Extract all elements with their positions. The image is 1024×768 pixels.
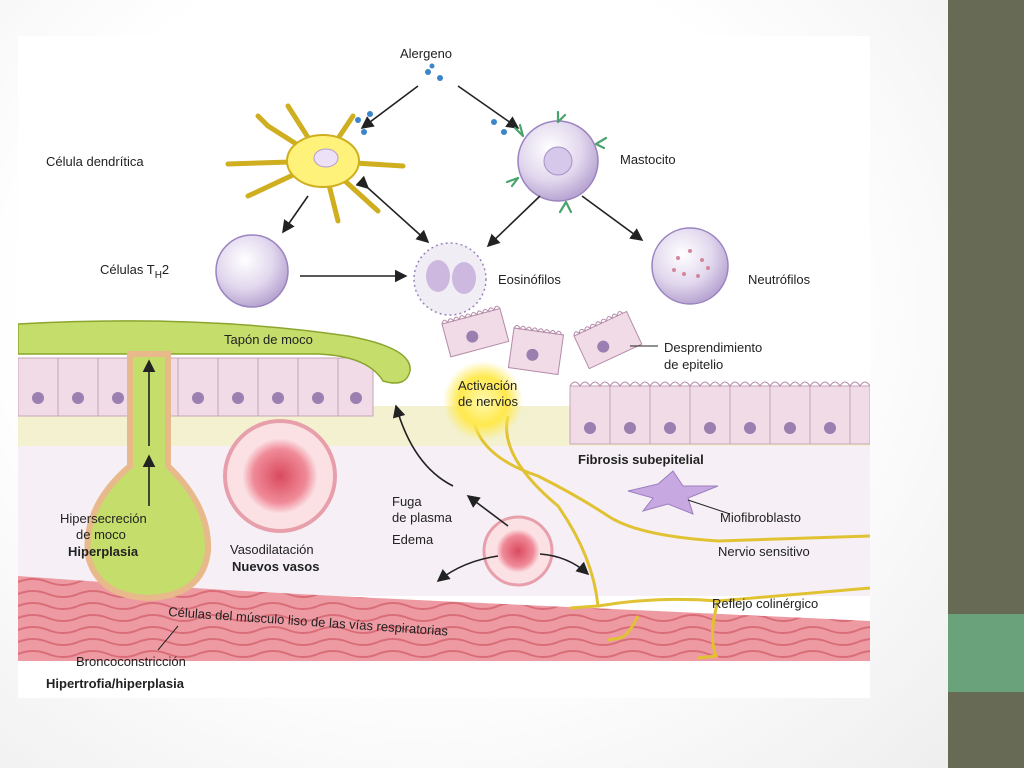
- nerve-activation-glow: [443, 361, 523, 441]
- epithelium-left: [17, 357, 374, 417]
- label-celulas-th2: Células TH2: [100, 262, 169, 281]
- eosinophil: [413, 242, 487, 316]
- label-vasodilatacion: Vasodilatación: [230, 542, 314, 557]
- label-mastocito: Mastocito: [620, 152, 676, 167]
- label-eosinofilos: Eosinófilos: [498, 272, 561, 287]
- mast-cell: [505, 110, 608, 214]
- slide-sidebar-accent: [948, 614, 1024, 692]
- label-reflejo: Reflejo colinérgico: [712, 596, 818, 611]
- mucus-plug: [17, 320, 411, 384]
- label-desprendimiento-2: de epitelio: [664, 357, 723, 372]
- label-edema: Edema: [392, 532, 434, 547]
- label-nervio-sensitivo: Nervio sensitivo: [718, 544, 810, 559]
- label-miofibroblasto: Miofibroblasto: [720, 510, 801, 525]
- diagram-svg: Alergeno Célula dendrítica Mastocito Cél…: [17, 46, 871, 691]
- label-hipertrofia: Hipertrofia/hiperplasia: [46, 676, 185, 691]
- label-fibrosis: Fibrosis subepitelial: [578, 452, 704, 467]
- label-tapon-de-moco: Tapón de moco: [224, 332, 313, 347]
- label-activacion-2: de nervios: [458, 394, 518, 409]
- label-hiperplasia: Hiperplasia: [68, 544, 139, 559]
- label-fuga: Fuga: [392, 494, 422, 509]
- label-alergeno: Alergeno: [400, 46, 452, 61]
- label-nuevos-vasos: Nuevos vasos: [232, 559, 319, 574]
- label-neutrofilos: Neutrófilos: [748, 272, 811, 287]
- label-hipersecrecion: Hipersecreción: [60, 511, 147, 526]
- myofibroblast: [627, 470, 719, 515]
- sensory-nerve: [471, 415, 871, 660]
- label-broncoconstriccion: Broncoconstricción: [76, 654, 186, 669]
- label-celula-dendritica: Célula dendrítica: [46, 154, 144, 169]
- label-fuga-2: de plasma: [392, 510, 453, 525]
- th2-cell: [215, 234, 289, 308]
- neutrophil: [651, 227, 729, 305]
- label-desprendimiento: Desprendimiento: [664, 340, 762, 355]
- shed-epithelium: [441, 305, 643, 376]
- label-activacion: Activación: [458, 378, 517, 393]
- asthma-diagram: Alergeno Célula dendrítica Mastocito Cél…: [17, 36, 871, 698]
- label-hipersecrecion-2: de moco: [76, 527, 126, 542]
- epithelium-right: [569, 381, 871, 445]
- mucus-gland: [84, 351, 212, 602]
- allergen-particles: [355, 63, 507, 135]
